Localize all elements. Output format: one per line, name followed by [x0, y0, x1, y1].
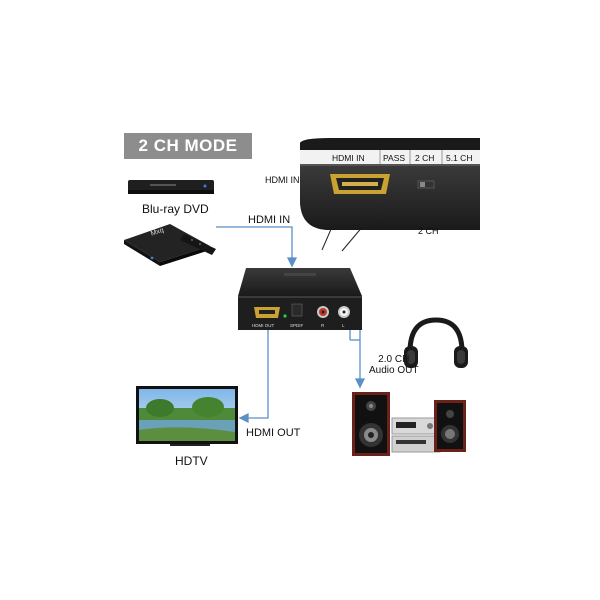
speaker-system — [352, 392, 466, 456]
audio-out-line1: 2.0 CH — [378, 354, 410, 365]
converter-port-label: SPDIF — [290, 323, 304, 328]
zoom-mode-switch — [417, 180, 435, 189]
converter-port-label: R — [321, 323, 325, 328]
hdtv — [136, 386, 238, 446]
converter-port-label: HDMI OUT — [252, 323, 274, 328]
zoom-strip-item: 5.1 CH — [446, 153, 472, 163]
zoom-strip-item: 2 CH — [415, 153, 434, 163]
hdmi-out-label: HDMI OUT — [246, 427, 301, 439]
bluray-label: Blu-ray DVD — [142, 202, 209, 216]
converter-port-label: L — [342, 323, 345, 328]
cable-hdmi-in — [216, 226, 298, 268]
cable-audio-out — [349, 320, 366, 389]
zoom-strip-item: HDMI IN — [332, 153, 365, 163]
headphones — [404, 317, 468, 368]
mode-badge: 2 CH MODE — [124, 133, 252, 159]
zoom-panel — [300, 138, 480, 230]
zoom-switch-label: 2 CH — [418, 226, 439, 236]
hdmi-converter-box: HDMI OUT SPDIF R L — [238, 268, 362, 330]
port-spdif — [291, 303, 303, 317]
zoom-strip-item: PASS — [383, 153, 405, 163]
set-top-box — [124, 224, 210, 266]
audio-out-line2: Audio OUT — [369, 365, 419, 376]
zoom-strip-labels: HDMI IN PASS 2 CH 5.1 CH — [332, 153, 472, 163]
bluray-player — [128, 180, 214, 194]
audio-out-label: 2.0 CH Audio OUT — [369, 354, 418, 376]
hdmi-in-label: HDMI IN — [248, 214, 291, 226]
cable-hdmi-out — [238, 330, 269, 424]
remote-control — [180, 234, 216, 255]
hdtv-label: HDTV — [175, 454, 208, 468]
zoom-hdmi-in-label: HDMI IN — [265, 175, 300, 185]
